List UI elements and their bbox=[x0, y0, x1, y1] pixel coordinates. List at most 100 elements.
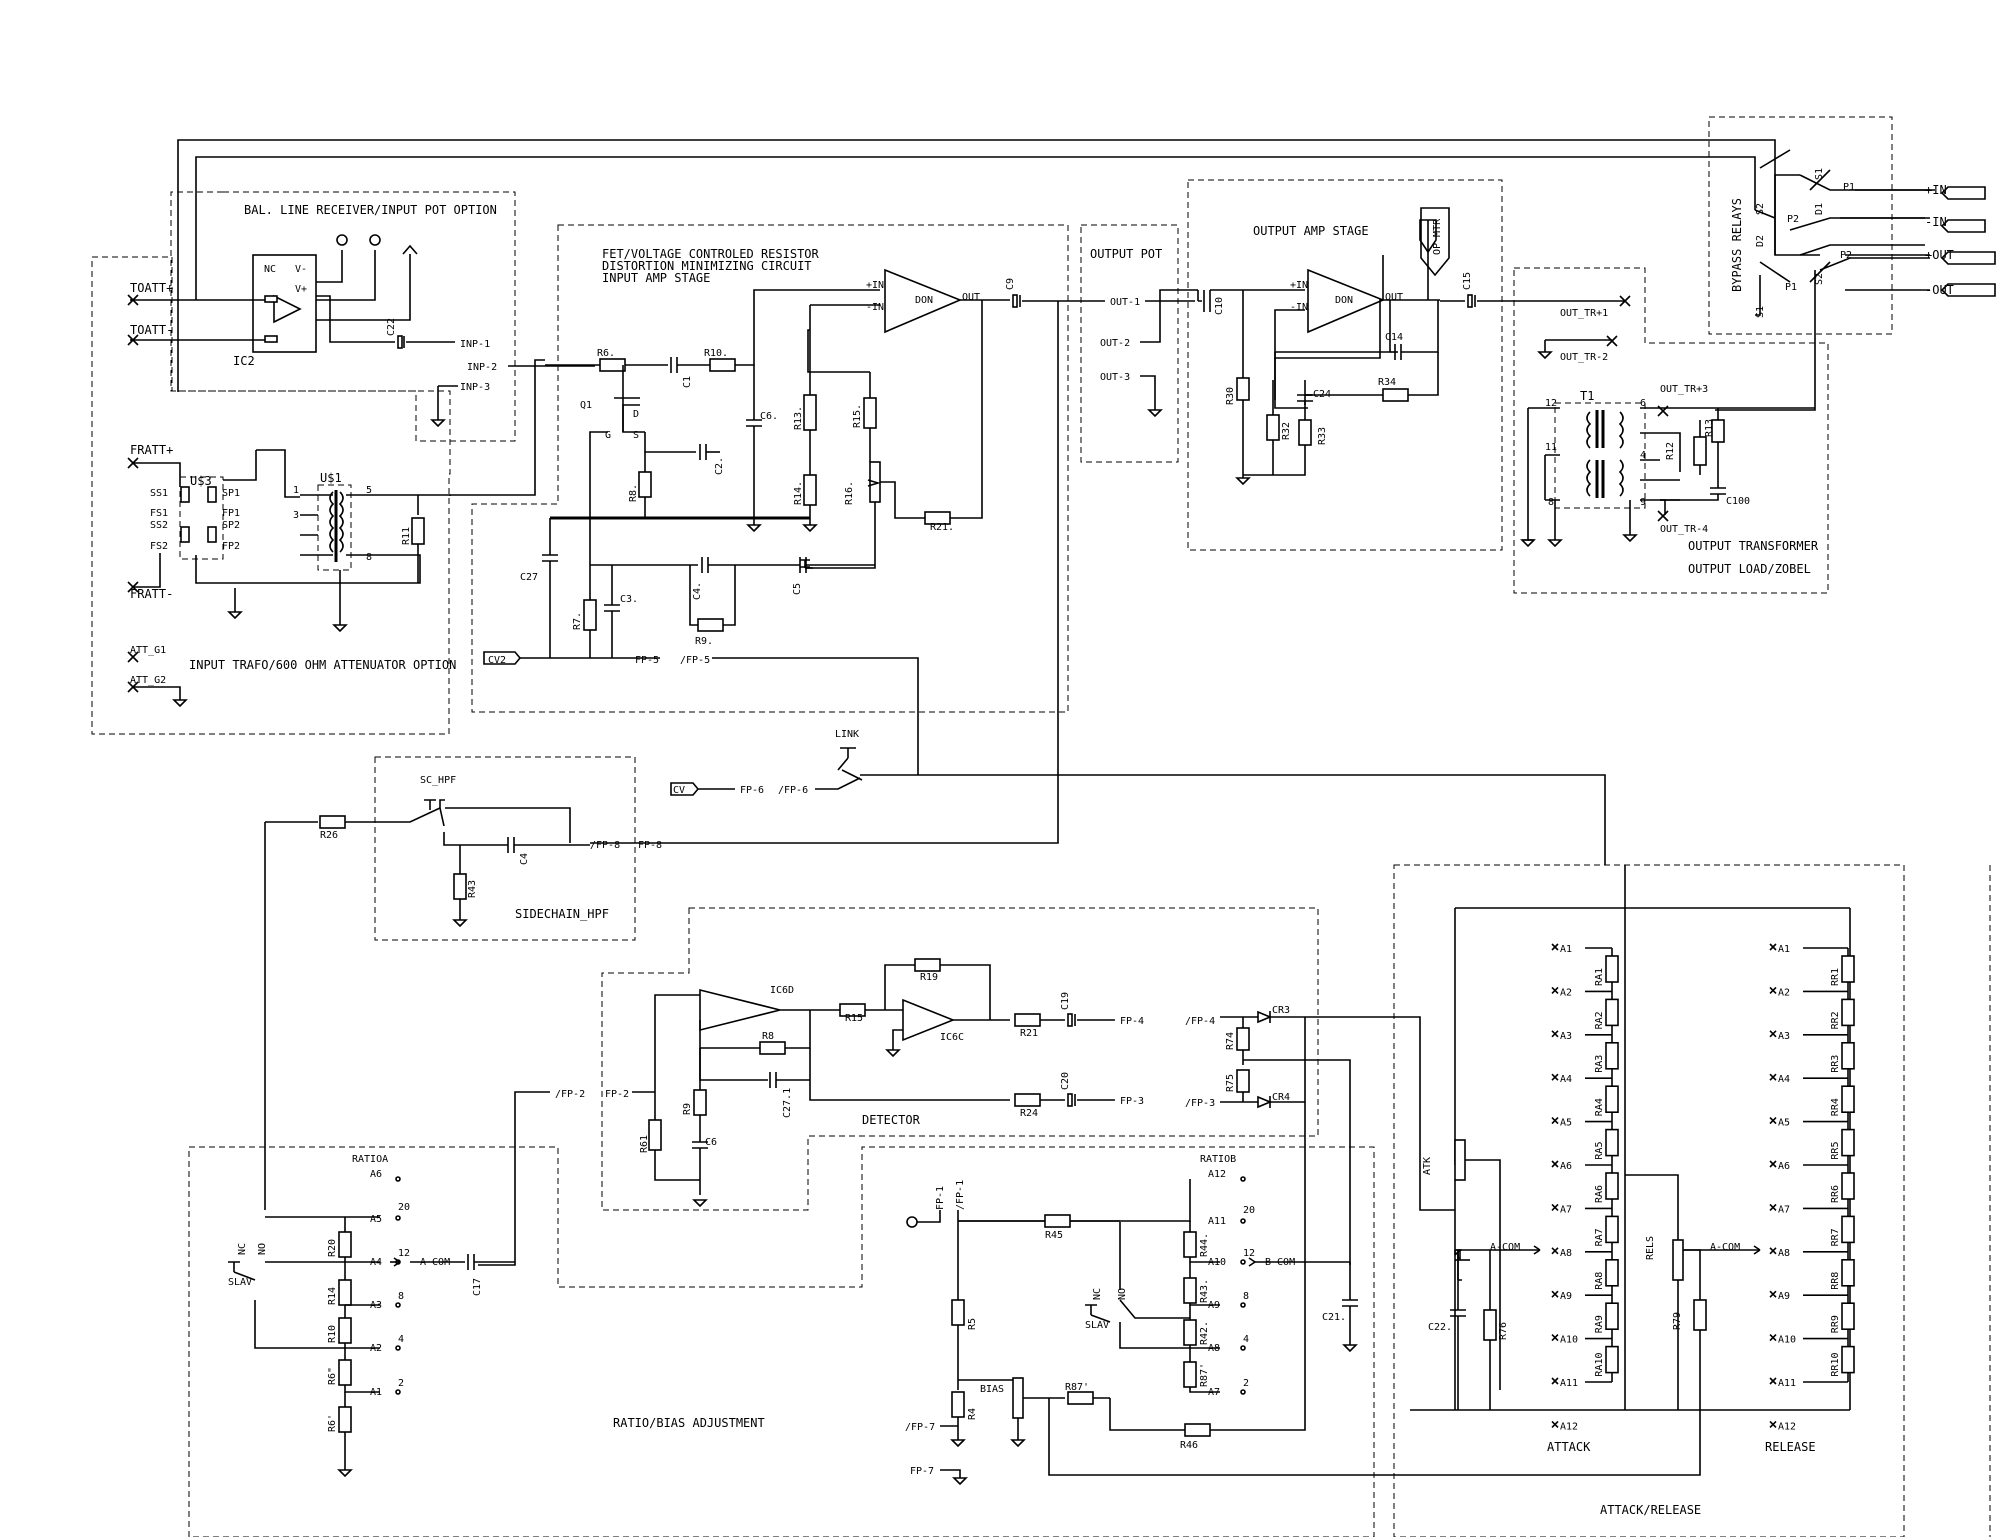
net-inp1: INP-1 bbox=[460, 339, 490, 350]
attack-tap-a1: A1 bbox=[1560, 944, 1572, 955]
u1-pin5: 5 bbox=[366, 485, 372, 496]
r7-label: R7. bbox=[572, 612, 583, 630]
title-output-transformer: OUTPUT TRANSFORMER bbox=[1688, 539, 1819, 553]
u3-fs1: FS1 bbox=[150, 508, 168, 519]
ratioa-val-4: 4 bbox=[398, 1334, 404, 1345]
title-input-trafo: INPUT TRAFO/600 OHM ATTENUATOR OPTION bbox=[189, 658, 456, 672]
c24-label: C24 bbox=[1313, 389, 1331, 400]
release-resistor-1 bbox=[1841, 955, 1855, 983]
sw2-no: NO bbox=[1117, 1288, 1128, 1300]
r44-label: R44. bbox=[1199, 1233, 1210, 1257]
cr4-label: CR4 bbox=[1272, 1092, 1290, 1103]
release-resistor-label-7: RR7 bbox=[1830, 1228, 1841, 1246]
release-resistor-label-5: RR5 bbox=[1830, 1142, 1841, 1160]
r61-label: R61 bbox=[639, 1135, 650, 1153]
ic2-nc: NC bbox=[264, 264, 276, 275]
u3-outline bbox=[179, 476, 224, 560]
sw2-slav: SLAV bbox=[1085, 1320, 1109, 1331]
r42-label: R42. bbox=[1199, 1321, 1210, 1345]
net-out-tr4: OUT_TR-4 bbox=[1660, 524, 1708, 535]
input-section: TOATT+ TOATT- IC2 NC V- V+ C22 INP-1 INP… bbox=[127, 234, 595, 428]
c22b-label: C22. bbox=[1428, 1322, 1452, 1333]
net-fratt-plus: FRATT+ bbox=[130, 443, 173, 457]
net-sc-hpf: SC_HPF bbox=[420, 775, 456, 786]
net-fratt-minus: FRATT- bbox=[130, 587, 173, 601]
t1-outline bbox=[1554, 402, 1646, 509]
opamp1-out: OUT bbox=[962, 292, 980, 303]
attack-tap-a9: A9 bbox=[1560, 1291, 1572, 1302]
attack-resistor-label-5: RA5 bbox=[1594, 1142, 1605, 1160]
ratioa-label: RATIOA bbox=[352, 1154, 388, 1165]
attack-tap-a12: A12 bbox=[1560, 1421, 1578, 1432]
c4-label: C4. bbox=[692, 582, 703, 600]
u1-outline bbox=[317, 484, 352, 571]
u1-label: U$1 bbox=[320, 471, 342, 485]
r34-label: R34 bbox=[1378, 377, 1396, 388]
net-fp1: FP-1 bbox=[935, 1186, 946, 1210]
net-link: LINK bbox=[835, 729, 859, 740]
u3-fs2: FS2 bbox=[150, 541, 168, 552]
net-fp3n: /FP-3 bbox=[1185, 1098, 1215, 1109]
attack-resistor-10 bbox=[1605, 1345, 1619, 1374]
release-resistor-label-4: RR4 bbox=[1830, 1098, 1841, 1116]
title-output-amp: OUTPUT AMP STAGE bbox=[1253, 224, 1369, 238]
r19-label: R19 bbox=[920, 972, 938, 983]
net-out-tr3: OUT_TR+3 bbox=[1660, 384, 1708, 395]
attack-tap-a4: A4 bbox=[1560, 1074, 1572, 1085]
release-tap-a12: A12 bbox=[1778, 1421, 1796, 1432]
ratioa-tap-a2: A2 bbox=[370, 1343, 382, 1354]
c27-label: C27 bbox=[520, 572, 538, 583]
block-outlines bbox=[91, 116, 1991, 1537]
q1-s: S bbox=[633, 430, 639, 441]
block-titles: BAL. LINE RECEIVER/INPUT POT OPTION FET/… bbox=[189, 198, 1819, 1517]
ic6c-label: IC6C bbox=[940, 1032, 964, 1043]
attack-resistor-label-9: RA9 bbox=[1594, 1315, 1605, 1333]
release-tap-a6: A6 bbox=[1778, 1161, 1790, 1172]
attack-tap-a3: A3 bbox=[1560, 1031, 1572, 1042]
r87-label: R87' bbox=[1199, 1363, 1210, 1387]
net-att-g1: ATT_G1 bbox=[130, 645, 166, 656]
t1-pin8: 8 bbox=[1548, 497, 1554, 508]
title-bal-line: BAL. LINE RECEIVER/INPUT POT OPTION bbox=[244, 203, 497, 217]
title-attack-release: ATTACK/RELEASE bbox=[1600, 1503, 1701, 1517]
attack-resistor-2 bbox=[1605, 998, 1619, 1027]
ratiob-section: RATIOB A12 A11 20 R44. A10 12 B-COM R43.… bbox=[905, 1102, 1701, 1486]
r74-label: R74 bbox=[1225, 1032, 1236, 1050]
net-fp2n: /FP-2 bbox=[555, 1089, 585, 1100]
attack-resistor-8 bbox=[1605, 1259, 1619, 1287]
c271-label: C27.1 bbox=[782, 1088, 793, 1118]
relay-label-s1: S1 bbox=[1814, 168, 1825, 180]
r75-label: R75 bbox=[1225, 1074, 1236, 1092]
bypass-labels: +IN -IN +OUT -OUT S1 S2 P2 P1 P1 P2 D1 D… bbox=[1755, 168, 1996, 318]
ratioa-tap-a5: A5 bbox=[370, 1214, 382, 1225]
r5-label: R5 bbox=[967, 1318, 978, 1330]
c1-label: C1 bbox=[682, 376, 693, 388]
c3-label: C3. bbox=[620, 594, 638, 605]
release-tap-a3: A3 bbox=[1778, 1031, 1790, 1042]
ratioa-tap-a4: A4 bbox=[370, 1257, 382, 1268]
title-sidechain: SIDECHAIN_HPF bbox=[515, 907, 609, 921]
r13-label: R13. bbox=[793, 406, 804, 430]
attack-tap-a6: A6 bbox=[1560, 1161, 1572, 1172]
title-output-load: OUTPUT LOAD/ZOBEL bbox=[1688, 562, 1811, 576]
attack-resistor-label-7: RA7 bbox=[1594, 1228, 1605, 1246]
r46-label: R46 bbox=[1180, 1440, 1198, 1451]
c14-label: C14 bbox=[1385, 332, 1403, 343]
c15-label: C15 bbox=[1462, 272, 1473, 290]
title-fet-1: FET/VOLTAGE CONTROLED RESISTOR bbox=[602, 247, 820, 261]
q1-label: Q1 bbox=[580, 400, 592, 411]
r8-label: R8. bbox=[628, 484, 639, 502]
opamp2-min: -IN bbox=[1290, 302, 1308, 313]
title-release: RELEASE bbox=[1765, 1440, 1816, 1454]
release-resistor-label-6: RR6 bbox=[1830, 1185, 1841, 1203]
ratiob-label: RATIOB bbox=[1200, 1154, 1236, 1165]
ic2-box bbox=[252, 254, 317, 353]
r21-label: R21. bbox=[930, 522, 954, 533]
net-fp5: FP-5 bbox=[635, 655, 659, 666]
release-resistor-label-2: RR2 bbox=[1830, 1011, 1841, 1029]
c6b-label: C6 bbox=[705, 1137, 717, 1148]
c4b-label: C4 bbox=[519, 853, 530, 865]
r9-label: R9. bbox=[695, 636, 713, 647]
opamp2-out: OUT bbox=[1385, 292, 1403, 303]
net-cv: CV bbox=[673, 785, 685, 796]
